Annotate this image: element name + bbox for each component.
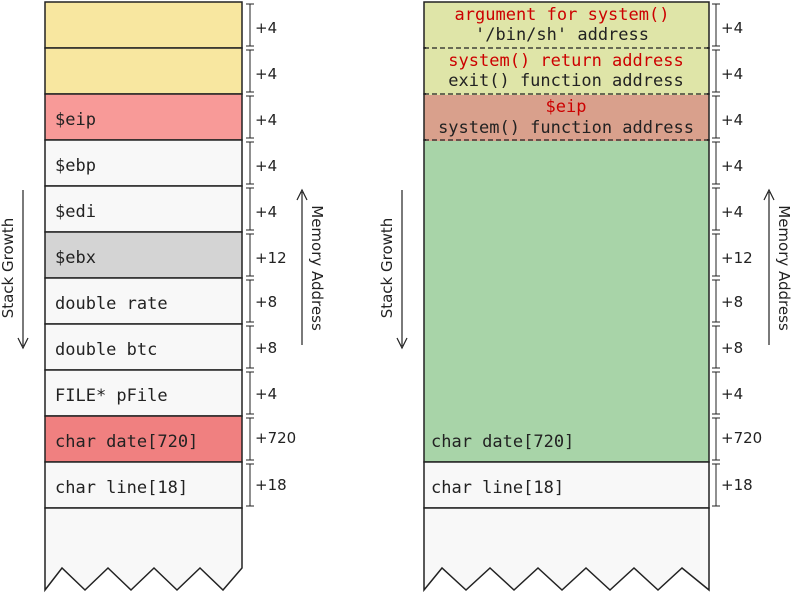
left-size-line: +18 <box>255 476 287 494</box>
right-cell-overflow <box>423 139 710 463</box>
left-size-date: +720 <box>255 429 296 447</box>
right-memory-address-label: Memory Address <box>775 205 793 331</box>
left-size-edi: +4 <box>255 203 277 221</box>
left-size-rate: +8 <box>255 293 277 311</box>
left-label-edi: $edi <box>55 202 96 222</box>
left-cell-1 <box>44 1 243 49</box>
left-label-ebx: $ebx <box>55 248 96 268</box>
left-cell-btc <box>44 323 243 371</box>
right-arg-value: '/bin/sh' address <box>475 25 649 45</box>
left-cell-ebx <box>44 231 243 279</box>
right-size-rate: +8 <box>721 293 743 311</box>
right-size-pfile: +4 <box>721 385 743 403</box>
left-cell-ebp <box>44 139 243 187</box>
left-stack: $eip $ebp $edi $ebx double rate double b… <box>0 1 326 593</box>
left-torn-bottom <box>44 507 243 593</box>
left-size-ebx: +12 <box>255 249 287 267</box>
left-stack-growth-label: Stack Growth <box>0 218 17 319</box>
left-memory-address-label: Memory Address <box>308 205 326 331</box>
left-cell-edi <box>44 185 243 233</box>
left-cell-2 <box>44 47 243 95</box>
left-cell-date <box>44 415 243 463</box>
left-cell-eip <box>44 93 243 141</box>
right-size-line: +18 <box>721 476 753 494</box>
right-cell-argument <box>423 1 710 49</box>
right-cell-eip <box>423 93 710 141</box>
left-label-eip: $eip <box>55 110 96 130</box>
right-stack-growth-label: Stack Growth <box>378 218 396 319</box>
right-label-line: char line[18] <box>431 478 564 498</box>
left-size-eip: +4 <box>255 111 277 129</box>
left-label-btc: double btc <box>55 340 157 360</box>
left-label-rate: double rate <box>55 294 168 314</box>
right-cell-return <box>423 47 710 95</box>
right-size-edi: +4 <box>721 203 743 221</box>
left-memory-address-arrow <box>296 188 308 345</box>
right-size-eip: +4 <box>721 111 743 129</box>
left-label-pfile: FILE* pFile <box>55 386 168 406</box>
right-stack: argument for system() '/bin/sh' address … <box>378 1 793 593</box>
right-eip-value: system() function address <box>438 118 694 138</box>
left-label-line: char line[18] <box>55 478 188 498</box>
right-return-value: exit() function address <box>448 71 683 91</box>
right-memory-address-arrow <box>763 188 775 345</box>
right-label-date: char date[720] <box>431 432 574 452</box>
left-size-btc: +8 <box>255 339 277 357</box>
right-torn-bottom <box>423 507 710 593</box>
left-size-brackets <box>246 3 254 507</box>
right-size-date: +720 <box>721 429 762 447</box>
left-stack-growth-arrow <box>17 190 29 350</box>
left-label-ebp: $ebp <box>55 156 96 176</box>
right-arg-title: argument for system() <box>455 5 670 25</box>
left-label-date: char date[720] <box>55 432 198 452</box>
left-size-ebp: +4 <box>255 157 277 175</box>
right-return-title: system() return address <box>448 51 683 71</box>
left-size-pfile: +4 <box>255 385 277 403</box>
right-stack-growth-arrow <box>396 190 408 350</box>
right-size-brackets <box>712 3 720 507</box>
left-size-2: +4 <box>255 65 277 83</box>
left-size-1: +4 <box>255 19 277 37</box>
right-size-ebx: +12 <box>721 249 753 267</box>
right-size-btc: +8 <box>721 339 743 357</box>
right-eip-title: $eip <box>546 97 587 117</box>
right-size-return: +4 <box>721 65 743 83</box>
right-size-ebp: +4 <box>721 157 743 175</box>
right-cell-line <box>423 461 710 509</box>
right-size-arg: +4 <box>721 19 743 37</box>
